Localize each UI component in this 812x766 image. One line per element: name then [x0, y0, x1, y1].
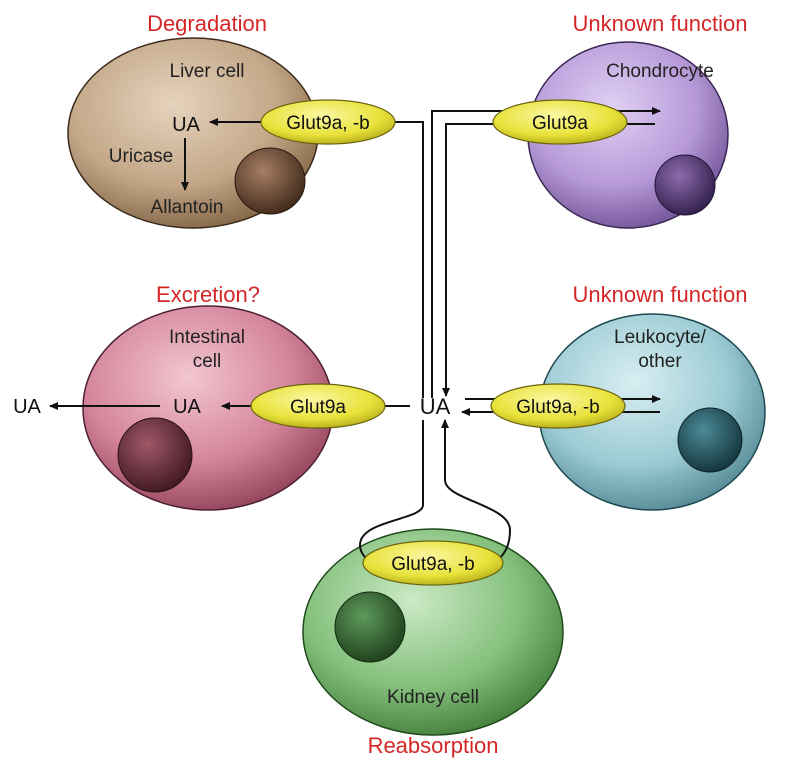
heading-excretion: Excretion? [156, 282, 260, 307]
kidney-cell [302, 528, 564, 736]
leukocyte-nucleus [677, 407, 743, 473]
heading-degradation: Degradation [147, 11, 267, 36]
transporter-kidney-label: Glut9a, -b [391, 554, 474, 575]
intestinal-cell [82, 305, 334, 511]
liver-nucleus [234, 147, 306, 215]
kidney-nucleus [334, 591, 406, 663]
leukocyte-label-line2: other [638, 351, 682, 372]
kidney-cell-label: Kidney cell [387, 687, 479, 708]
transporter-chondrocyte-label: Glut9a [532, 113, 588, 134]
transporter-kidney: Glut9a, -b [362, 540, 504, 586]
liver-ua-label: UA [172, 114, 200, 136]
intestinal-cell-label-line2: cell [193, 351, 222, 372]
transporter-leukocyte: Glut9a, -b [490, 383, 626, 429]
transporter-liver-label: Glut9a, -b [286, 113, 369, 134]
heading-unknown-function-mid: Unknown function [573, 282, 748, 307]
allantoin-label: Allantoin [151, 197, 224, 218]
transporter-intestinal-label: Glut9a [290, 397, 346, 418]
intestinal-ua-label: UA [173, 396, 201, 418]
intestinal-cell-label-line1: Intestinal [169, 327, 245, 348]
heading-reabsorption: Reabsorption [368, 733, 499, 758]
leukocyte-label-line1: Leukocyte/ [614, 327, 707, 348]
excreted-ua-label: UA [13, 396, 41, 418]
chondrocyte-label: Chondrocyte [606, 61, 714, 82]
center-ua-label: UA [420, 394, 451, 419]
transporter-leukocyte-label: Glut9a, -b [516, 397, 599, 418]
transporter-intestinal: Glut9a [250, 383, 386, 429]
liver-cell [67, 37, 319, 229]
heading-unknown-function-top: Unknown function [573, 11, 748, 36]
chondrocyte-cell [527, 41, 729, 229]
chondrocyte-nucleus [654, 154, 716, 216]
transporter-chondrocyte: Glut9a [492, 99, 628, 145]
transporter-liver: Glut9a, -b [260, 99, 396, 145]
uricase-label: Uricase [109, 146, 173, 167]
liver-cell-label: Liver cell [170, 61, 245, 82]
intestinal-nucleus [117, 417, 193, 493]
